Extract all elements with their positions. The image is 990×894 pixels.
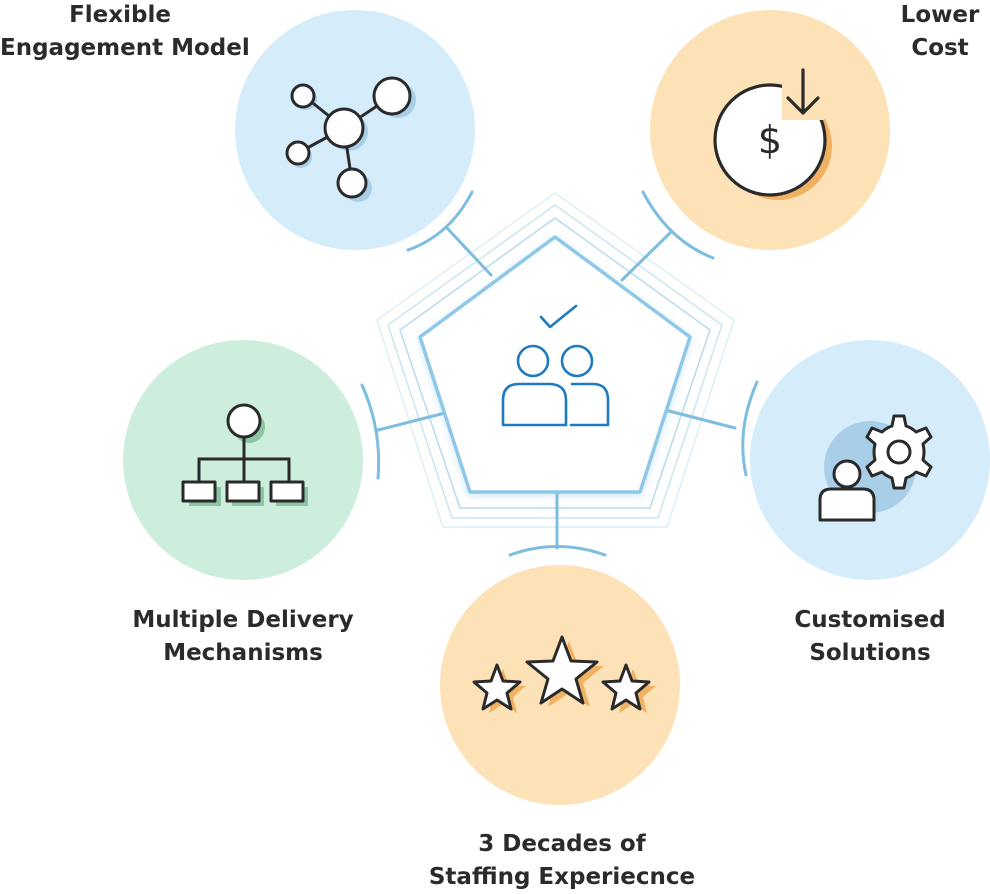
- label-delivery: Multiple Delivery Mechanisms: [118, 604, 368, 670]
- connector-arcs: [360, 190, 759, 557]
- pentagon-ring-outer: [376, 192, 735, 528]
- pentagon-ring-inner: [399, 217, 711, 509]
- arc-flexible: [406, 190, 474, 252]
- label-flexible: Flexible Engagement Model: [0, 0, 250, 65]
- label-decades: 3 Decades of Staffing Experiecnce: [412, 828, 712, 894]
- org-chart-icon: [181, 403, 308, 506]
- label-delivery-line1: Multiple Delivery: [132, 607, 354, 633]
- pentagon-rings: [376, 192, 735, 528]
- connector-customised: [663, 408, 737, 430]
- three-stars-icon: [472, 635, 656, 713]
- label-flexible-line1: Flexible: [69, 2, 171, 28]
- connector-delivery: [376, 411, 447, 432]
- network-nodes-icon: [285, 76, 416, 202]
- pentagon-ring-middle: [387, 204, 723, 519]
- connectors: [376, 226, 737, 550]
- label-decades-line1: 3 Decades of: [478, 831, 646, 857]
- label-lower-cost-line1: Lower: [900, 2, 980, 28]
- arc-customised: [741, 380, 759, 477]
- center-pentagon: [418, 235, 692, 494]
- label-decades-line2: Staffing Experiecnce: [428, 864, 696, 890]
- connector-lower-cost: [620, 231, 672, 282]
- arc-lower-cost: [641, 190, 715, 260]
- label-lower-cost-line2: Cost: [911, 35, 969, 61]
- dollar-down-icon: $: [713, 68, 832, 200]
- label-customised: Customised Solutions: [770, 604, 970, 670]
- user-gear-icon: [818, 414, 933, 522]
- label-lower-cost: Lower Cost: [880, 0, 990, 65]
- arc-delivery: [360, 383, 381, 480]
- arc-decades: [508, 545, 607, 557]
- connector-flexible: [445, 226, 493, 277]
- label-customised-line2: Solutions: [809, 640, 931, 666]
- label-delivery-line2: Mechanisms: [163, 640, 323, 666]
- label-customised-line1: Customised: [794, 607, 946, 633]
- label-flexible-line2: Engagement Model: [0, 35, 250, 61]
- dollar-sign: $: [758, 118, 782, 162]
- team-check-icon: [501, 304, 610, 427]
